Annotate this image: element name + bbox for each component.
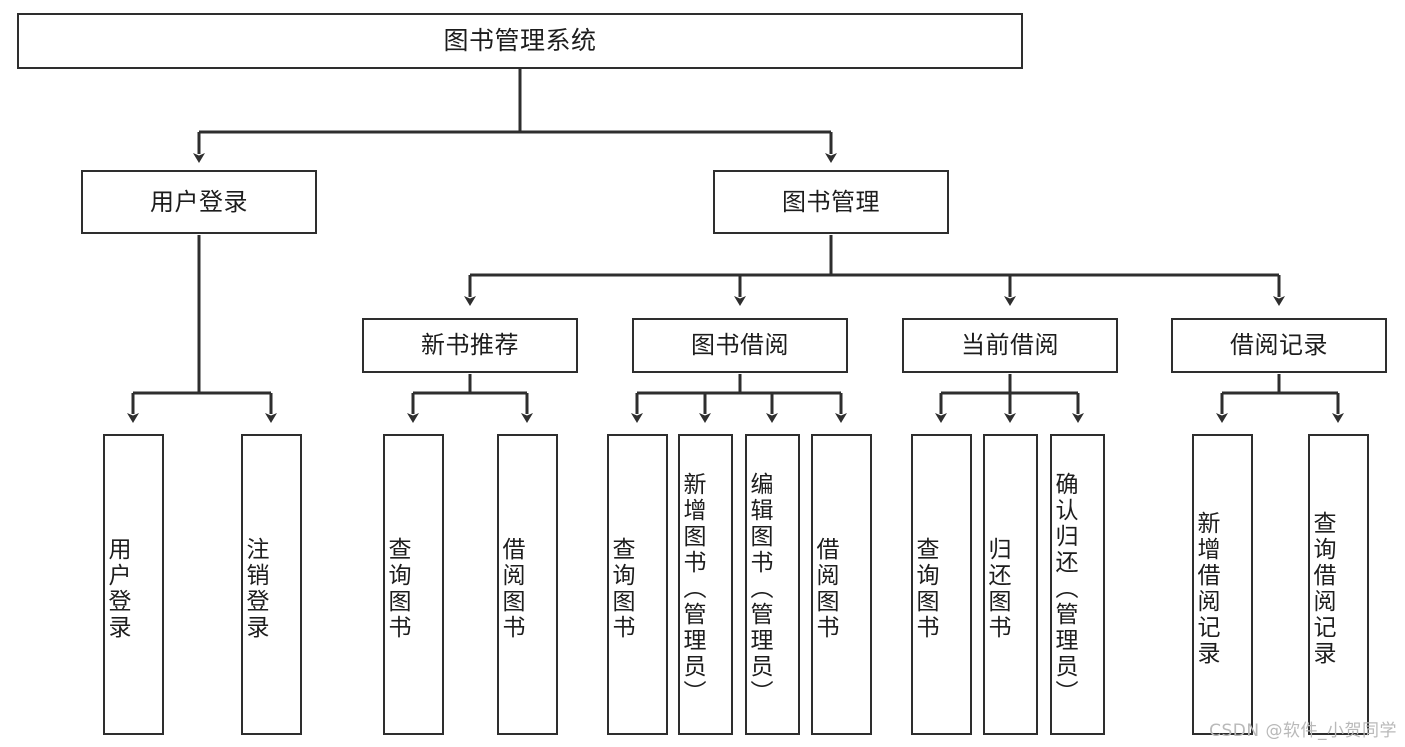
node-leaf-borrow-book-recommend[interactable]: 借阅图书 <box>497 434 558 735</box>
node-leaf-return-book[interactable]: 归还图书 <box>983 434 1038 735</box>
node-label: 图书管理 <box>782 187 880 216</box>
node-label: 查询图书 <box>608 536 634 641</box>
node-label: 查询借阅记录 <box>1309 510 1335 667</box>
node-book-borrowing[interactable]: 图书借阅 <box>632 318 848 373</box>
node-label: 查询图书 <box>912 536 938 641</box>
node-leaf-user-login[interactable]: 用户登录 <box>103 434 164 735</box>
node-leaf-add-book-admin[interactable]: 新增图书（管理员） <box>678 434 733 735</box>
node-label: 注销登录 <box>242 536 268 641</box>
node-label: 借阅图书 <box>498 536 524 641</box>
node-leaf-borrow-book[interactable]: 借阅图书 <box>811 434 872 735</box>
node-leaf-query-book-current[interactable]: 查询图书 <box>911 434 972 735</box>
node-label: 借阅图书 <box>812 536 838 641</box>
node-label: 归还图书 <box>984 536 1010 641</box>
node-new-book-recommendation[interactable]: 新书推荐 <box>362 318 578 373</box>
watermark-text: CSDN @软件_小贺同学 <box>1209 721 1397 741</box>
node-label: 新增图书（管理员） <box>679 471 705 706</box>
node-label: 借阅记录 <box>1230 331 1328 360</box>
node-root-book-management-system[interactable]: 图书管理系统 <box>17 13 1023 69</box>
node-label: 用户登录 <box>104 536 130 641</box>
node-leaf-query-book-borrow[interactable]: 查询图书 <box>607 434 668 735</box>
node-leaf-confirm-return-admin[interactable]: 确认归还（管理员） <box>1050 434 1105 735</box>
node-label: 图书借阅 <box>691 331 789 360</box>
node-label: 用户登录 <box>150 187 248 216</box>
node-label: 查询图书 <box>384 536 410 641</box>
node-book-management[interactable]: 图书管理 <box>713 170 949 234</box>
node-label: 新书推荐 <box>421 331 519 360</box>
node-borrowing-records[interactable]: 借阅记录 <box>1171 318 1387 373</box>
node-label: 编辑图书（管理员） <box>746 471 772 706</box>
node-label: 当前借阅 <box>961 331 1059 360</box>
node-label: 确认归还（管理员） <box>1051 471 1077 706</box>
node-current-borrowing[interactable]: 当前借阅 <box>902 318 1118 373</box>
node-leaf-query-borrow-record[interactable]: 查询借阅记录 <box>1308 434 1369 735</box>
node-leaf-edit-book-admin[interactable]: 编辑图书（管理员） <box>745 434 800 735</box>
node-leaf-query-book-recommend[interactable]: 查询图书 <box>383 434 444 735</box>
node-user-login[interactable]: 用户登录 <box>81 170 317 234</box>
node-leaf-logout[interactable]: 注销登录 <box>241 434 302 735</box>
node-leaf-add-borrow-record[interactable]: 新增借阅记录 <box>1192 434 1253 735</box>
node-label: 新增借阅记录 <box>1193 510 1219 667</box>
node-label: 图书管理系统 <box>443 26 597 55</box>
